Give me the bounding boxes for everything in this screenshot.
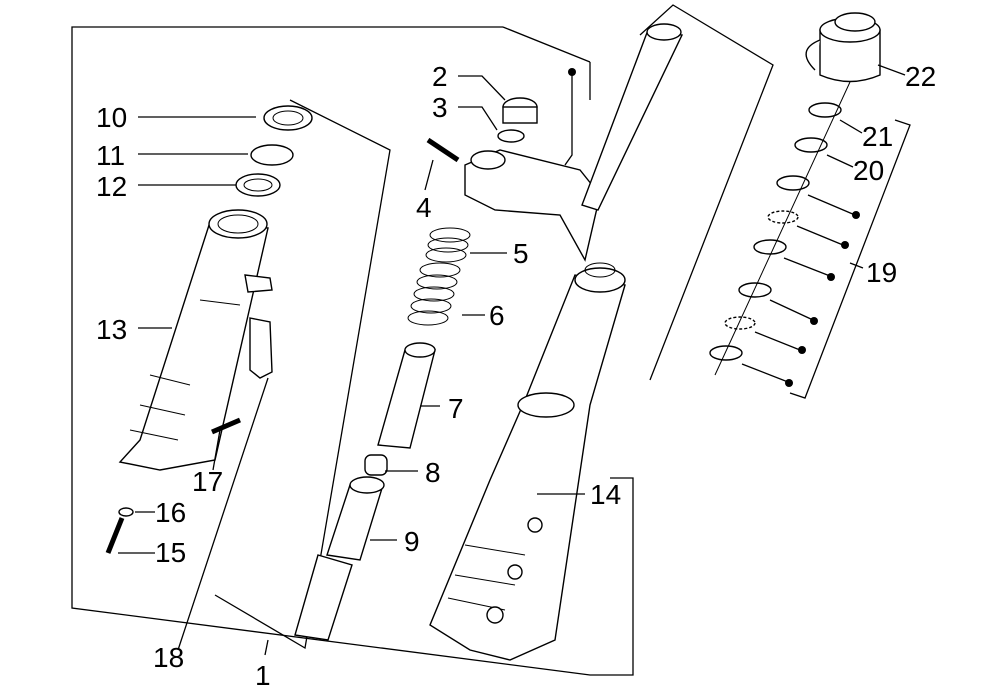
bushing-8-part [364,454,388,476]
dust-seal-part [263,105,313,131]
callout-6: 6 [489,300,505,331]
callout-20: 20 [853,155,884,186]
callout-13: 13 [96,314,127,345]
dust-seal-20-part [794,137,828,153]
left-fork-slider-part [118,221,269,471]
stem-subgroup-outline [639,4,774,381]
damper-tube-9-part [326,484,384,561]
callout-7: 7 [448,393,464,424]
callout-17: 17 [192,466,223,497]
washer-21-part [808,102,842,118]
callout-1: 1 [255,660,271,689]
bolt-17-part [211,417,241,435]
callout-3: 3 [432,92,448,123]
steering-stem-part [581,29,684,211]
assembly-1-outline-top [502,26,591,63]
assembly-1-outline [71,26,634,676]
bearing-set-dots [741,194,860,387]
callout-14: 14 [590,479,621,510]
callout-19: 19 [866,257,897,288]
callout-11: 11 [96,140,125,171]
ring-nut-22-part [819,29,881,83]
callout-12: 12 [96,171,127,202]
o-ring-part [497,129,525,143]
left-fork-subgroup-outline [214,99,391,650]
callout-16: 16 [155,497,186,528]
callout-9: 9 [404,526,420,557]
fork-tube-7-part [377,349,436,449]
washer-16-part [118,507,134,517]
bolt-4-part [426,137,460,163]
oil-seal-part [235,173,281,197]
right-fork-leg-part [429,274,626,661]
callout-5: 5 [513,238,529,269]
bearing-set-bracket [789,119,911,399]
callout-10: 10 [96,102,127,133]
long-spring-part [407,262,461,326]
callout-18: 18 [153,642,184,673]
callout-4: 4 [416,192,432,223]
circlip-part [250,144,294,166]
lower-triple-clamp-part [464,149,601,262]
callout-21: 21 [862,121,893,152]
bolt-15-part [105,517,125,554]
callout-2: 2 [432,61,448,92]
callout-8: 8 [425,457,441,488]
callout-15: 15 [155,537,186,568]
short-spring-part [425,227,471,263]
bracket-part [249,317,273,379]
bearing-set-19-parts [709,175,810,361]
callout-22: 22 [905,61,936,92]
